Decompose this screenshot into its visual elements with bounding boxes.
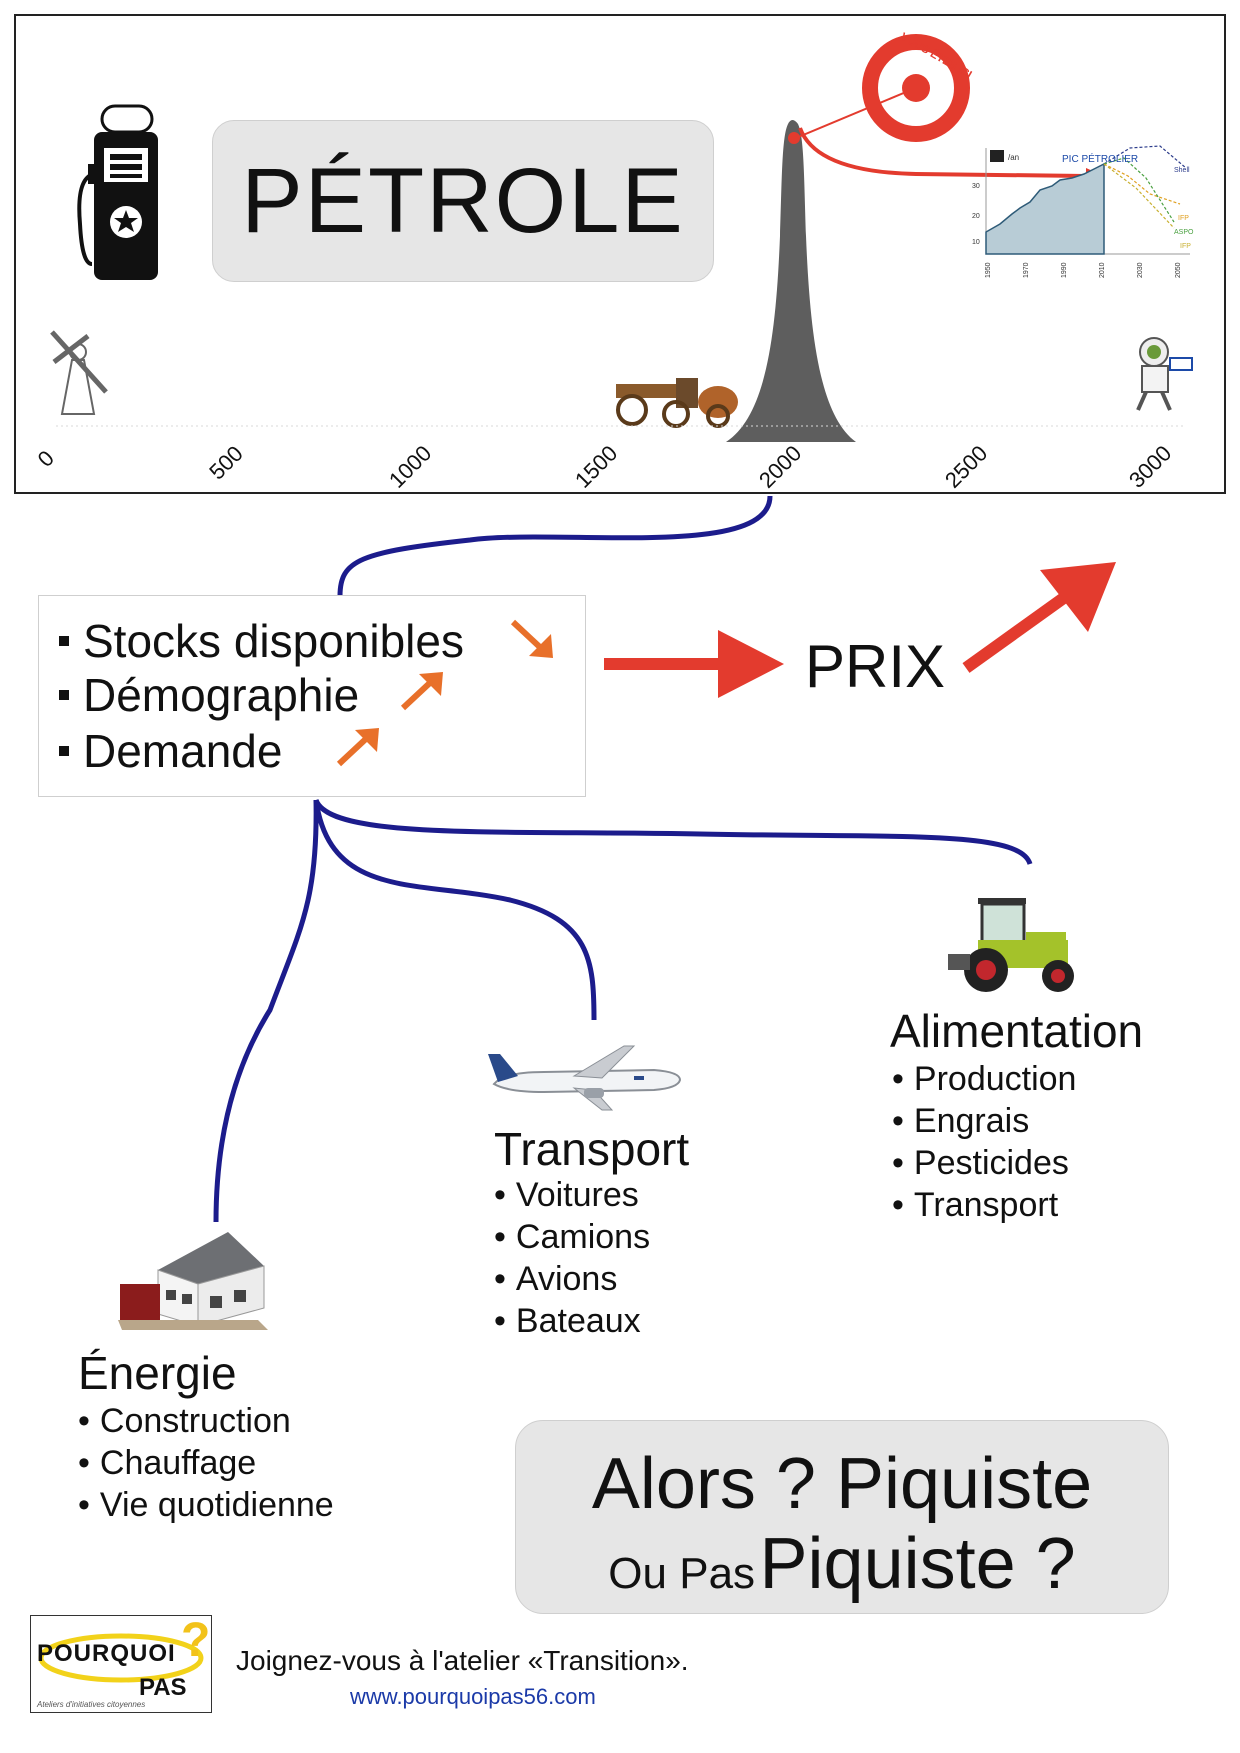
category-list-energie: Construction Chauffage Vie quotidienne <box>78 1400 334 1526</box>
factor-label: Démographie <box>83 669 360 721</box>
inset-series-label: Shell <box>1174 167 1190 174</box>
question-line-1: Alors ? Piquiste <box>591 1444 1093 1524</box>
inset-x-tick: 2010 <box>1099 262 1106 278</box>
factor-label: Stocks disponibles <box>83 615 464 667</box>
inset-x-tick: 2030 <box>1137 262 1144 278</box>
steam-wagon-icon <box>616 378 738 428</box>
category-list-alimentation: Production Engrais Pesticides Transport <box>892 1058 1077 1226</box>
factors-to-price-arrow-icon <box>604 630 784 698</box>
inset-x-tick: 1990 <box>1061 262 1068 278</box>
inset-x-tick: 1950 <box>985 262 992 278</box>
you-are-here-arrow <box>788 91 907 144</box>
inset-projection-line <box>1103 163 1181 205</box>
target-icon <box>862 34 970 142</box>
question-box: Alors ? Piquiste Ou Pas Piquiste ? <box>515 1420 1169 1614</box>
list-item: Transport <box>892 1184 1076 1226</box>
inset-history-area <box>985 162 1105 255</box>
footer-url-link[interactable]: www.pourquoipas56.com <box>350 1684 596 1709</box>
trend-down-arrow-icon <box>510 619 553 658</box>
inset-y-tick: 30 <box>972 183 980 190</box>
title-box: PÉTROLE <box>212 120 714 282</box>
list-item: Avions <box>494 1258 650 1300</box>
logo-main-text: POURQUOI <box>37 1640 176 1667</box>
inset-projection-line <box>1103 145 1187 169</box>
factor-label: Demande <box>83 725 283 777</box>
factor-demande: Demande <box>59 724 282 778</box>
list-item: Bateaux <box>494 1300 650 1342</box>
inset-series-label: IFP <box>1178 215 1189 222</box>
logo: ? POURQUOI PAS Ateliers d'initiatives ci… <box>30 1615 212 1713</box>
list-item: Production <box>892 1058 1077 1100</box>
inset-unit-label: /an <box>1008 153 1019 162</box>
inset-series-label: ASPO <box>1174 229 1194 236</box>
bullet-icon <box>59 636 69 646</box>
page-title: PÉTROLE <box>241 149 685 252</box>
factor-stocks: Stocks disponibles <box>59 614 464 668</box>
inset-x-tick: 2050 <box>1175 262 1182 278</box>
inset-y-tick: 20 <box>972 213 980 220</box>
airplane-icon <box>488 1045 682 1111</box>
oil-barrel-icon <box>990 150 1004 162</box>
inset-projection-line <box>1103 157 1175 223</box>
house-icon <box>118 1232 268 1330</box>
question-line-2: Ou Pas Piquiste ? <box>516 1523 1168 1605</box>
category-title-alimentation: Alimentation <box>890 1005 1144 1057</box>
trend-up-arrow-icon <box>336 728 379 767</box>
pilgrim-icon <box>50 330 108 415</box>
footer-invitation: Joignez-vous à l'atelier «Transition». <box>236 1645 689 1676</box>
trend-up-arrow-icon <box>400 672 443 711</box>
list-item: Pesticides <box>892 1142 1076 1184</box>
factors-box: Stocks disponibles Démographie Demande <box>38 595 586 797</box>
price-label: PRIX <box>805 633 946 700</box>
list-item: Construction <box>78 1400 334 1442</box>
list-item: Camions <box>494 1216 650 1258</box>
inset-y-tick: 10 <box>972 239 980 246</box>
price-up-arrow-icon <box>962 562 1116 673</box>
factor-demographie: Démographie <box>59 668 359 722</box>
logo-sub-text: PAS <box>139 1674 187 1701</box>
bullet-icon <box>59 690 69 700</box>
list-item: Voitures <box>494 1174 650 1216</box>
logo-tagline: Ateliers d'initiatives citoyennes <box>37 1700 146 1709</box>
logo-swoosh-icon: ? <box>38 1616 210 1683</box>
category-title-energie: Énergie <box>78 1347 237 1399</box>
inset-chart-title: PIC PÉTROLIER <box>1062 152 1138 165</box>
category-list-transport: Voitures Camions Avions Bateaux <box>494 1174 650 1342</box>
inset-series-label: IFP <box>1180 243 1191 250</box>
question-line-2-small: Ou Pas <box>608 1549 756 1598</box>
gas-pump-icon <box>77 104 158 280</box>
inset-x-tick: 1970 <box>1023 262 1030 278</box>
oil-peak-shape <box>726 120 856 442</box>
tractor-icon <box>948 898 1074 992</box>
list-item: Chauffage <box>78 1442 334 1484</box>
bullet-icon <box>59 746 69 756</box>
list-item: Engrais <box>892 1100 1076 1142</box>
question-line-2-big: Piquiste ? <box>759 1524 1076 1604</box>
svg-text:?: ? <box>181 1616 210 1667</box>
list-item: Vie quotidienne <box>78 1484 334 1526</box>
astronaut-icon <box>1136 337 1193 411</box>
inset-projection-line <box>1103 163 1175 229</box>
timeline-axis <box>56 425 1186 427</box>
category-title-transport: Transport <box>494 1123 690 1175</box>
